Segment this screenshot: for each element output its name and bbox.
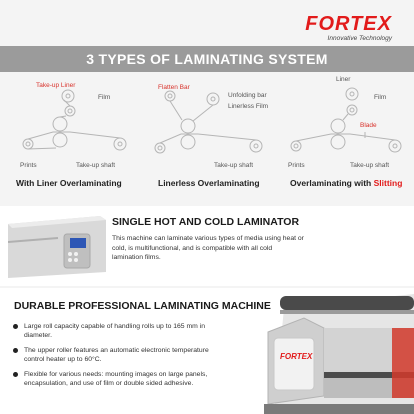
fortex-logo: FORTEX Innovative Technology (305, 14, 392, 42)
brand-tagline: Innovative Technology (327, 35, 392, 42)
diagram-slitting-illustration (290, 87, 402, 153)
label-flatten-bar: Flatten Bar (158, 84, 190, 91)
caption-slitting-prefix: Overlaminating with (290, 178, 374, 188)
single-laminator-heading: SINGLE HOT AND COLD LAMINATOR (112, 216, 300, 228)
diagram-linerless: Flatten Bar Unfolding bar Linerless Film… (148, 76, 288, 196)
bullet-text: The upper roller features an automatic e… (24, 347, 209, 363)
laminator-image (8, 216, 106, 278)
list-item: The upper roller features an automatic e… (12, 346, 212, 364)
label-takeup-shaft-2: Take-up shaft (214, 162, 254, 169)
caption-with-liner: With Liner Overlaminating (16, 178, 122, 188)
machine-logo: FORTEX (280, 352, 313, 361)
bullet-icon (13, 324, 18, 329)
label-film: Film (98, 94, 111, 101)
diagram-with-liner-illustration (22, 89, 127, 151)
bullet-text: Large roll capacity capable of handling … (24, 323, 205, 339)
diagram-linerless-illustration (154, 90, 263, 154)
label-prints-3: Prints (288, 162, 305, 169)
label-liner: Liner (336, 76, 351, 83)
section-banner: 3 TYPES OF LAMINATING SYSTEM (0, 46, 414, 72)
brand-name: FORTEX (305, 13, 392, 35)
label-takeup-shaft-3: Take-up shaft (350, 162, 390, 169)
label-blade: Blade (360, 122, 377, 129)
banner-title: 3 TYPES OF LAMINATING SYSTEM (86, 51, 328, 67)
single-laminator-body: This machine can laminate various types … (112, 235, 304, 261)
label-takeup-liner: Take-up Liner (36, 82, 76, 89)
label-film-3: Film (374, 94, 387, 101)
diagram-slitting: Liner Film Blade Prints Take-up shaft (280, 76, 414, 196)
bullet-text: Flexible for various needs: mounting ima… (24, 371, 208, 387)
list-item: Large roll capacity capable of handling … (12, 322, 212, 340)
list-item: Flexible for various needs: mounting ima… (12, 370, 212, 388)
bullet-icon (13, 348, 18, 353)
durable-bullet-list: Large roll capacity capable of handling … (12, 322, 212, 394)
single-laminator-section: SINGLE HOT AND COLD LAMINATOR This machi… (0, 206, 414, 286)
label-prints: Prints (20, 162, 37, 169)
caption-linerless: Linerless Overlaminating (158, 178, 260, 188)
label-takeup-shaft: Take-up shaft (76, 162, 116, 169)
laminating-machine-image (264, 294, 414, 414)
label-unfolding-bar: Unfolding bar (228, 92, 267, 99)
caption-slitting: Overlaminating with Slitting (290, 178, 402, 188)
caption-slitting-highlight: Slitting (373, 178, 403, 188)
label-linerless-film: Linerless Film (228, 103, 269, 110)
durable-heading: DURABLE PROFESSIONAL LAMINATING MACHINE (14, 300, 271, 312)
bullet-icon (13, 372, 18, 377)
diagram-with-liner: Take-up Liner Film Prints Take-up shaft (8, 76, 148, 196)
durable-laminator-section: DURABLE PROFESSIONAL LAMINATING MACHINE … (0, 288, 414, 414)
